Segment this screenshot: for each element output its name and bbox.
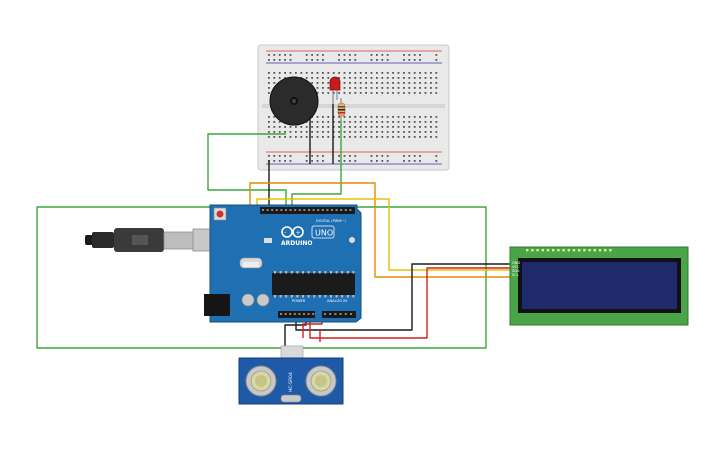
wire-green-buzzer	[207, 133, 287, 212]
board-brand: ARDUINO	[281, 240, 312, 247]
lcd-pin-gnd: GND	[512, 261, 520, 265]
usb-cable[interactable]	[85, 228, 229, 252]
i2c-lcd-module[interactable]: GND VCC SDA SCL	[509, 246, 689, 326]
resistor[interactable]	[337, 98, 346, 120]
wires	[36, 104, 512, 358]
power-analog-header	[280, 313, 352, 315]
wire-orange	[249, 182, 512, 278]
arduino-uno-board[interactable]: - + ARDUINO UNO DIGITAL (PWM~) POWER ANA…	[204, 204, 362, 323]
wire-green-outer	[36, 206, 487, 349]
board-model: UNO	[315, 229, 333, 238]
breadboard-holes	[268, 54, 438, 162]
lcd-pin-labels: GND VCC SDA SCL	[512, 261, 520, 277]
wire-red-lcd	[309, 267, 512, 339]
lcd-pin-vcc: VCC	[512, 265, 520, 269]
lcd-header-pins	[526, 249, 612, 252]
lcd-pin-scl: SCL	[512, 273, 519, 277]
ultrasonic-sensor[interactable]: HC-SR04	[238, 345, 344, 405]
microcontroller-chip	[274, 271, 355, 298]
power-label: POWER	[292, 299, 306, 303]
digital-label: DIGITAL (PWM~)	[316, 219, 346, 223]
breadboard[interactable]	[257, 44, 450, 171]
svg-text:-: -	[284, 230, 286, 237]
lcd-pin-sda: SDA	[512, 269, 520, 273]
wire-yellow	[256, 198, 512, 271]
arduino-logo: - +	[281, 226, 304, 238]
analog-label: ANALOG IN	[327, 299, 347, 303]
wire-black-lcd	[295, 263, 512, 331]
red-led[interactable]	[329, 76, 341, 104]
svg-text:+: +	[296, 230, 301, 237]
digital-header	[262, 209, 352, 211]
piezo-buzzer[interactable]	[269, 76, 319, 126]
wire-green-led	[291, 120, 342, 212]
sensor-model-label: HC-SR04	[288, 372, 294, 392]
